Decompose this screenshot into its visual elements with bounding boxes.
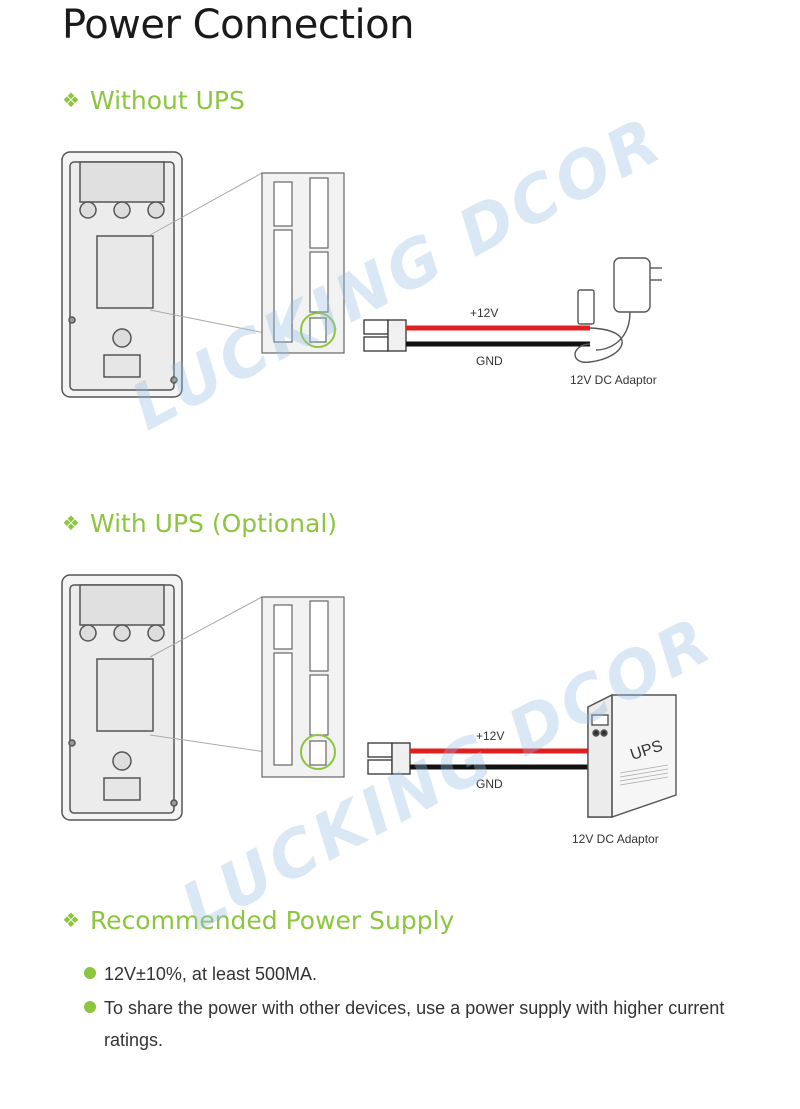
list-item-text: 12V±10%, at least 500MA. bbox=[104, 964, 318, 984]
green-dot-icon bbox=[84, 1001, 96, 1013]
wiring-diagram-with-ups: UPS +12V GND 12V DC Adaptor bbox=[0, 565, 800, 865]
list-item: To share the power with other devices, u… bbox=[84, 992, 744, 1056]
device-rear-panel bbox=[61, 574, 183, 821]
label-adaptor: 12V DC Adaptor bbox=[570, 373, 657, 387]
wiring-diagram-graphic bbox=[61, 151, 662, 398]
list-item: 12V±10%, at least 500MA. bbox=[84, 958, 744, 990]
diamond-bullet-icon: ❖ bbox=[62, 88, 80, 112]
power-supply-requirements-list: 12V±10%, at least 500MA. To share the po… bbox=[84, 958, 744, 1056]
section-heading-label: Without UPS bbox=[89, 86, 245, 115]
label-positive: +12V bbox=[476, 729, 505, 743]
label-adaptor: 12V DC Adaptor bbox=[572, 832, 659, 846]
wiring-diagram-graphic: UPS bbox=[61, 574, 677, 821]
connector-board bbox=[261, 172, 345, 354]
label-positive: +12V bbox=[470, 306, 499, 320]
diamond-bullet-icon: ❖ bbox=[62, 511, 80, 535]
page-title: Power Connection bbox=[62, 2, 414, 48]
section-heading-label: With UPS (Optional) bbox=[89, 509, 338, 538]
label-ground: GND bbox=[476, 777, 503, 791]
dc-adaptor bbox=[574, 257, 662, 363]
section-heading-with-ups: ❖ With UPS (Optional) bbox=[62, 509, 337, 538]
section-heading-without-ups: ❖ Without UPS bbox=[62, 86, 245, 115]
list-item-text: To share the power with other devices, u… bbox=[104, 998, 725, 1050]
wiring-diagram-without-ups: +12V GND 12V DC Adaptor bbox=[0, 140, 800, 420]
power-plug bbox=[363, 319, 407, 352]
green-dot-icon bbox=[84, 967, 96, 979]
section-heading-label: Recommended Power Supply bbox=[89, 906, 455, 935]
label-ground: GND bbox=[476, 354, 503, 368]
device-rear-panel bbox=[61, 151, 183, 398]
ups-unit bbox=[587, 693, 677, 818]
connector-board bbox=[261, 596, 345, 778]
power-plug bbox=[367, 742, 411, 775]
section-heading-recommended-power-supply: ❖ Recommended Power Supply bbox=[62, 906, 454, 935]
diamond-bullet-icon: ❖ bbox=[62, 908, 80, 932]
